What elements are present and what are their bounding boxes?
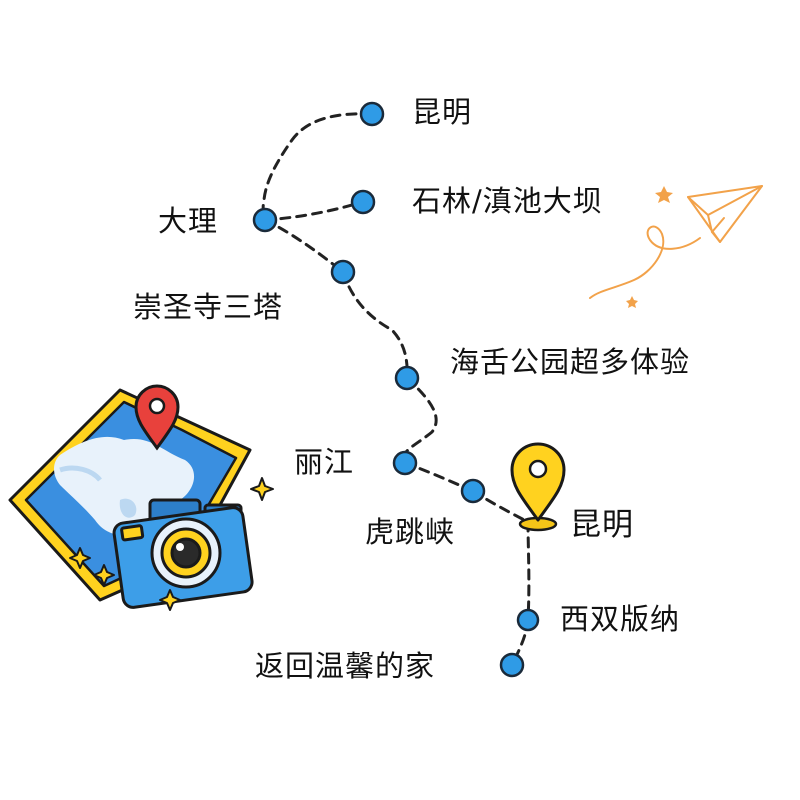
route-path [261, 112, 531, 667]
stop-label-home: 返回温馨的家 [255, 649, 436, 683]
camera-icon [112, 498, 254, 609]
dot-haishe [394, 365, 420, 391]
location-pin-icon [510, 442, 566, 532]
map-pin-icon [134, 384, 180, 451]
stop-dots [252, 101, 540, 678]
dot-stone-forest [350, 189, 376, 215]
stop-label-lijiang: 丽江 [294, 445, 355, 479]
dot-lijiang [392, 450, 418, 476]
sparkle-icon [69, 477, 274, 611]
stop-label-kunming-start: 昆明 [412, 95, 473, 129]
stop-label-kunming-return: 昆明 [570, 507, 634, 543]
paper-plane-icon [589, 185, 763, 299]
stop-label-dali: 大理 [158, 204, 219, 238]
dot-dali [252, 207, 278, 233]
dot-kunming-start [359, 101, 385, 127]
stop-label-chongsheng: 崇圣寺三塔 [133, 290, 284, 324]
stop-label-haishe: 海舌公园超多体验 [450, 345, 691, 379]
dot-xishuangbanna [516, 608, 540, 632]
dot-home [499, 652, 525, 678]
stop-label-xishuangbanna: 西双版纳 [560, 602, 681, 636]
dot-tiger-leaping [460, 478, 486, 504]
map-icon [8, 388, 252, 602]
sparkle-icon [626, 186, 673, 308]
stop-label-stone-forest: 石林/滇池大坝 [412, 184, 603, 218]
dot-chongsheng [330, 259, 356, 285]
stop-label-tiger-leaping: 虎跳峡 [365, 515, 456, 549]
